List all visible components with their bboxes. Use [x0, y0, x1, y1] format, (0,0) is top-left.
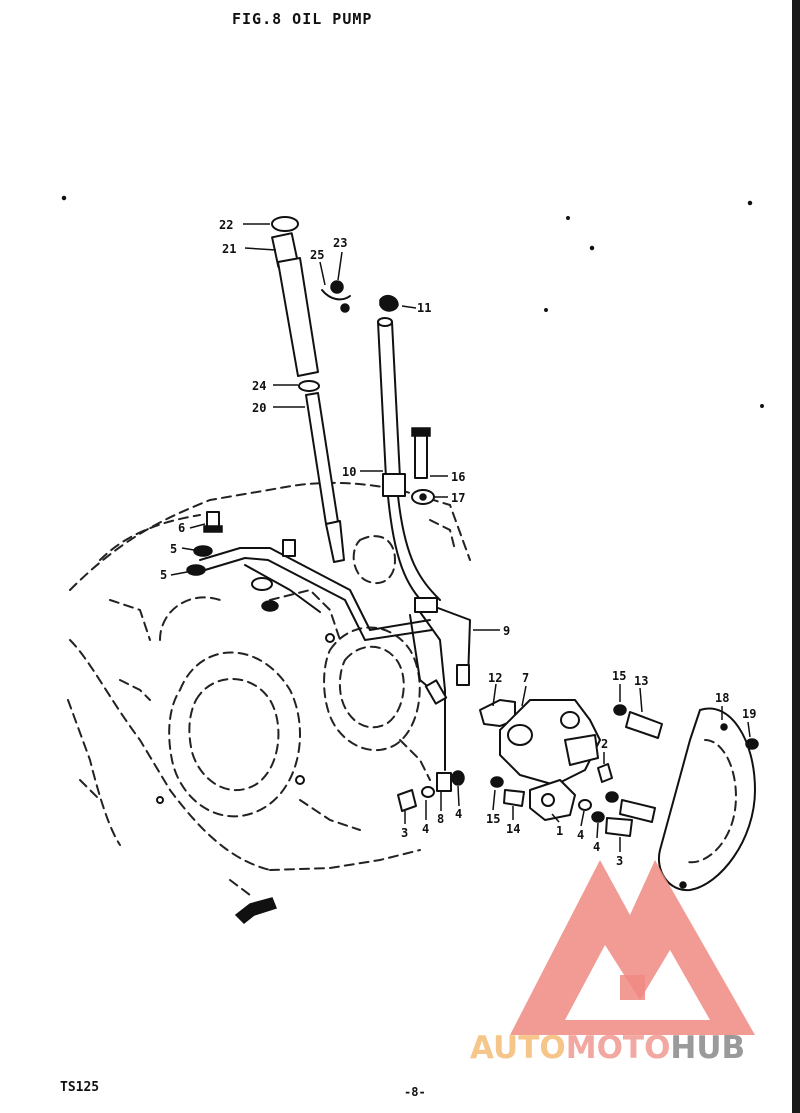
- callout-4-left: 4: [422, 822, 429, 836]
- callout-18: 18: [715, 691, 729, 705]
- oil-pump-7: [479, 699, 613, 821]
- callout-16: 16: [451, 470, 465, 484]
- callout-13: 13: [634, 674, 648, 688]
- front-arrow-icon: [234, 897, 277, 925]
- callout-5-lower: 5: [160, 568, 167, 582]
- page-number: -8-: [404, 1085, 426, 1099]
- watermark-hub: HUB: [670, 1030, 746, 1066]
- oil-pipe-10: [377, 294, 441, 611]
- watermark-logo-icon: [510, 860, 755, 1035]
- callout-3-right: 3: [616, 854, 623, 868]
- grommet-10: [382, 473, 406, 497]
- crankcase-outline: [67, 481, 471, 896]
- model-label: TS125: [60, 1080, 100, 1095]
- callout-15-upper: 15: [612, 669, 626, 683]
- oil-pump-cable-assembly: [271, 216, 351, 563]
- banjo-bolt-6: [186, 511, 296, 612]
- leader-lines: [170, 223, 751, 852]
- callout-11: 11: [417, 301, 431, 315]
- cable-20: [305, 392, 339, 525]
- clamp-25: [330, 280, 344, 294]
- figure-title: FIG.8 OIL PUMP: [232, 10, 373, 28]
- callout-17: 17: [451, 491, 465, 505]
- bolt-2: [597, 763, 613, 783]
- cable-housing-21: [277, 257, 319, 377]
- callout-9: 9: [503, 624, 510, 638]
- bolt-16-and-nut-17: [411, 427, 435, 505]
- callout-21: 21: [222, 242, 236, 256]
- automotohub-watermark: AUTOMOTOHUB: [470, 850, 800, 1080]
- callout-4-right: 4: [577, 828, 584, 842]
- callout-5-upper: 5: [170, 542, 177, 556]
- callout-3-left: 3: [401, 826, 408, 840]
- callout-1: 1: [556, 824, 563, 838]
- callout-7: 7: [522, 671, 529, 685]
- callout-12: 12: [488, 671, 502, 685]
- callout-20: 20: [252, 401, 266, 415]
- screw-19: [745, 738, 759, 750]
- callout-24: 24: [252, 379, 266, 393]
- callout-2: 2: [601, 737, 608, 751]
- callout-6: 6: [178, 521, 185, 535]
- callout-23: 23: [333, 236, 347, 250]
- scan-specks: [61, 195, 764, 408]
- callout-22: 22: [219, 218, 233, 232]
- fasteners: [397, 704, 663, 837]
- scan-edge: [792, 0, 800, 1113]
- watermark-auto: AUTO: [470, 1030, 566, 1066]
- washer-24: [298, 380, 320, 392]
- callout-4-lower-right: 4: [593, 840, 600, 854]
- cap-22: [271, 216, 299, 232]
- callout-14: 14: [506, 822, 520, 836]
- callout-15-lower: 15: [486, 812, 500, 826]
- watermark-text: AUTOMOTOHUB: [470, 1030, 800, 1066]
- callout-25: 25: [310, 248, 324, 262]
- callout-19: 19: [742, 707, 756, 721]
- cap-11: [379, 294, 399, 312]
- oil-pipes-9: [199, 547, 471, 771]
- callout-numbers: 22 21 25 23 11 24 20 10 16 17 6 5 5 9 12…: [160, 218, 756, 868]
- watermark-moto: MOTO: [565, 1030, 671, 1066]
- callout-10: 10: [342, 465, 356, 479]
- callout-8: 8: [437, 812, 444, 826]
- callout-4-mid: 4: [455, 807, 462, 821]
